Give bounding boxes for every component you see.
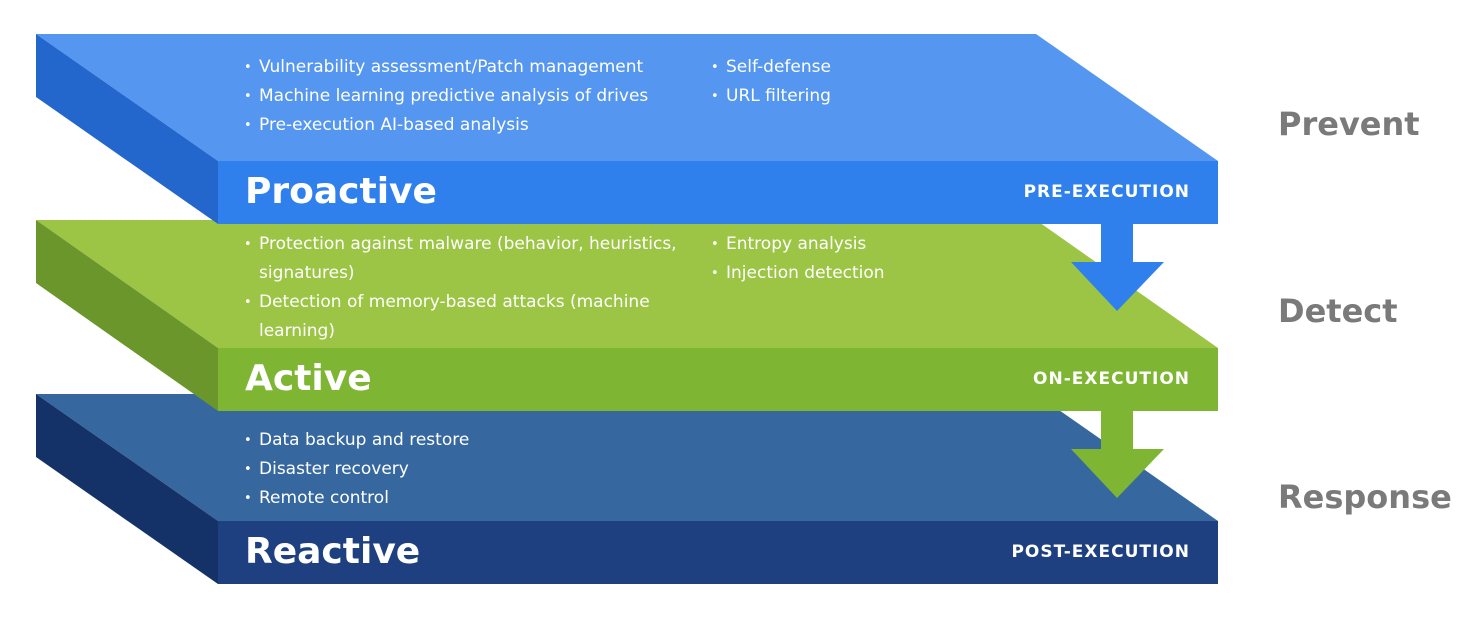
active-bullets-left: Protection against malware (behavior, he… — [244, 230, 699, 346]
active-bullets-right: Entropy analysis Injection detection — [711, 230, 951, 288]
down-arrow-blue — [1071, 224, 1164, 311]
active-title: Active — [245, 358, 372, 399]
proactive-layer-side — [36, 34, 218, 224]
list-item: Disaster recovery — [244, 455, 704, 484]
down-arrow-green — [1071, 411, 1164, 498]
list-item: Remote control — [244, 484, 704, 513]
active-layer-front — [218, 348, 1218, 411]
list-item: Entropy analysis — [711, 230, 951, 259]
on-execution-label: ON-EXECUTION — [1033, 369, 1190, 389]
list-item: Vulnerability assessment/Patch managemen… — [244, 53, 704, 82]
active-layer-side — [36, 220, 218, 411]
proactive-bullets-left: Vulnerability assessment/Patch managemen… — [244, 53, 704, 140]
proactive-title: Proactive — [245, 171, 437, 212]
list-item: Detection of memory-based attacks (machi… — [244, 288, 699, 346]
post-execution-label: POST-EXECUTION — [1011, 542, 1190, 562]
stage-label-response: Response — [1278, 478, 1452, 516]
proactive-bullets-right: Self-defense URL filtering — [711, 53, 951, 111]
reactive-bullets-left: Data backup and restore Disaster recover… — [244, 426, 704, 513]
list-item: Injection detection — [711, 259, 951, 288]
list-item: Machine learning predictive analysis of … — [244, 82, 704, 111]
reactive-layer-side — [36, 394, 218, 584]
list-item: Pre-execution AI-based analysis — [244, 111, 704, 140]
list-item: Data backup and restore — [244, 426, 704, 455]
stage-label-detect: Detect — [1278, 292, 1398, 330]
stage-label-prevent: Prevent — [1278, 105, 1420, 143]
list-item: URL filtering — [711, 82, 951, 111]
reactive-layer-front — [218, 521, 1218, 584]
proactive-layer-front — [218, 161, 1218, 224]
pre-execution-label: PRE-EXECUTION — [1023, 182, 1190, 202]
list-item: Self-defense — [711, 53, 951, 82]
reactive-title: Reactive — [245, 531, 421, 572]
list-item: Protection against malware (behavior, he… — [244, 230, 699, 288]
